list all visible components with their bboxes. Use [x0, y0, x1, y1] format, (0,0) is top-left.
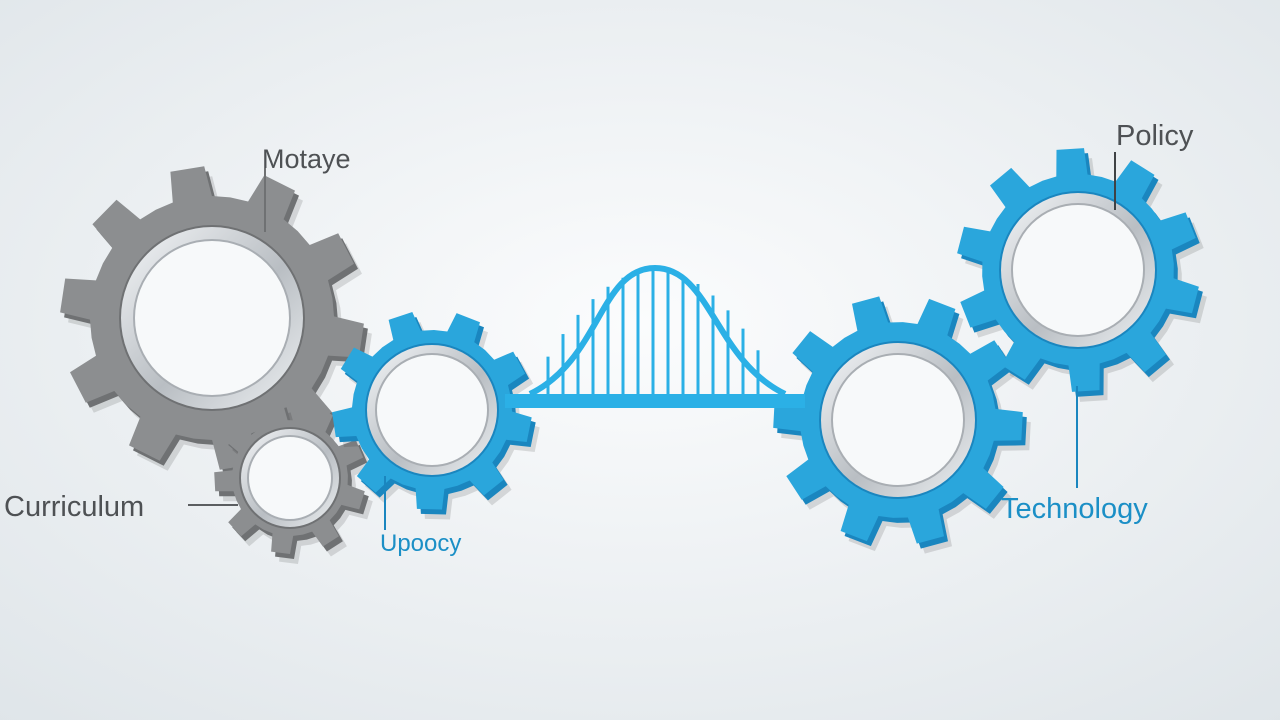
bridge [505, 264, 805, 408]
gear-small-gray [214, 402, 373, 564]
label-policy: Policy [1116, 120, 1194, 152]
label-upoocy: Upoocy [380, 530, 462, 557]
gear-large-gray [60, 166, 372, 480]
label-motive: Motaye [262, 144, 351, 174]
label-technology: Technology [1001, 493, 1148, 525]
bridge-deck [505, 394, 805, 408]
gear-blue-center-left [332, 312, 540, 520]
gear-blue-center-right [773, 296, 1031, 554]
label-curriculum: Curriculum [4, 491, 145, 523]
gear-blue-top-right [957, 148, 1207, 402]
